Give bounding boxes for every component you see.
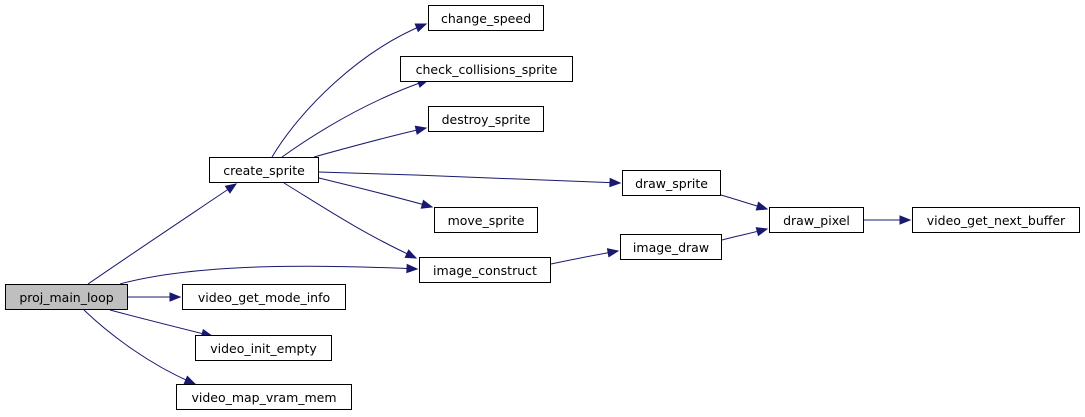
node-move-sprite[interactable]: move_sprite bbox=[434, 207, 538, 233]
node-check-collisions-sprite[interactable]: check_collisions_sprite bbox=[400, 56, 573, 82]
node-draw-pixel[interactable]: draw_pixel bbox=[769, 207, 864, 233]
arrowhead-icon bbox=[414, 125, 428, 135]
edge-proj-main-loop-to-video-map-vram-mem bbox=[83, 309, 196, 385]
arrowhead-icon bbox=[406, 263, 419, 274]
node-draw-sprite[interactable]: draw_sprite bbox=[622, 170, 721, 196]
arrowhead-icon bbox=[183, 375, 197, 385]
node-destroy-sprite[interactable]: destroy_sprite bbox=[428, 106, 544, 132]
node-video-get-mode-info[interactable]: video_get_mode_info bbox=[182, 284, 346, 310]
arrowhead-icon bbox=[404, 249, 418, 259]
arrowhead-icon bbox=[606, 248, 620, 258]
edge-create-sprite-to-move-sprite bbox=[318, 177, 433, 208]
node-image-construct[interactable]: image_construct bbox=[419, 257, 551, 283]
edge-create-sprite-to-change-speed bbox=[271, 23, 427, 158]
edge-create-sprite-to-draw-sprite bbox=[318, 171, 621, 184]
node-change-speed[interactable]: change_speed bbox=[428, 5, 544, 31]
node-video-get-next-buffer[interactable]: video_get_next_buffer bbox=[912, 207, 1080, 233]
edge-proj-main-loop-to-create-sprite bbox=[87, 183, 237, 285]
arrowhead-icon bbox=[899, 215, 912, 225]
edge-proj-main-loop-to-image-construct bbox=[119, 265, 418, 285]
arrowhead-icon bbox=[755, 201, 769, 211]
arrowhead-icon bbox=[224, 183, 238, 194]
arrowhead-icon bbox=[755, 227, 769, 237]
node-image-draw[interactable]: image_draw bbox=[620, 234, 722, 260]
node-video-map-vram-mem[interactable]: video_map_vram_mem bbox=[176, 384, 352, 410]
edge-create-sprite-to-destroy-sprite bbox=[313, 127, 427, 158]
arrowhead-icon bbox=[609, 177, 622, 188]
node-proj-main-loop: proj_main_loop bbox=[5, 284, 128, 310]
edge-create-sprite-to-check-collisions-sprite bbox=[281, 79, 429, 158]
node-video-init-empty[interactable]: video_init_empty bbox=[195, 335, 332, 361]
node-create-sprite[interactable]: create_sprite bbox=[209, 157, 319, 183]
arrowhead-icon bbox=[414, 23, 428, 33]
arrowhead-icon bbox=[420, 199, 434, 209]
edge-proj-main-loop-to-video-init-empty bbox=[109, 309, 213, 337]
edge-create-sprite-to-image-construct bbox=[283, 182, 417, 259]
arrowhead-icon bbox=[169, 292, 182, 302]
